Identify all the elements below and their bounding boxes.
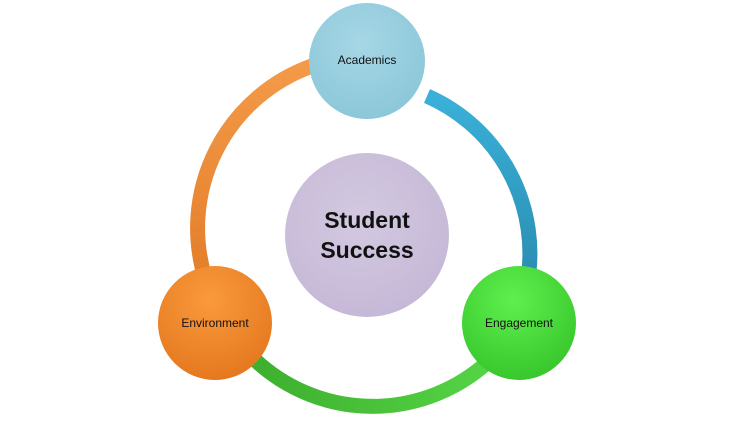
arc-environment-to-academics (190, 58, 315, 281)
center-circle (285, 153, 449, 317)
node-environment: Environment (158, 266, 272, 380)
node-academics-label: Academics (338, 53, 397, 67)
center-label-line2: Success (320, 237, 413, 263)
center-label-line1: Student (324, 207, 410, 233)
center-node: Student Success (285, 153, 449, 317)
node-engagement-label: Engagement (485, 316, 554, 330)
node-academics: Academics (309, 3, 425, 119)
node-academics-circle (309, 3, 425, 119)
node-environment-label: Environment (181, 316, 249, 330)
node-environment-circle (158, 266, 272, 380)
arc-academics-to-engagement (423, 89, 538, 287)
node-engagement-circle (462, 266, 576, 380)
node-engagement: Engagement (462, 266, 576, 380)
arc-engagement-to-environment (244, 349, 496, 414)
